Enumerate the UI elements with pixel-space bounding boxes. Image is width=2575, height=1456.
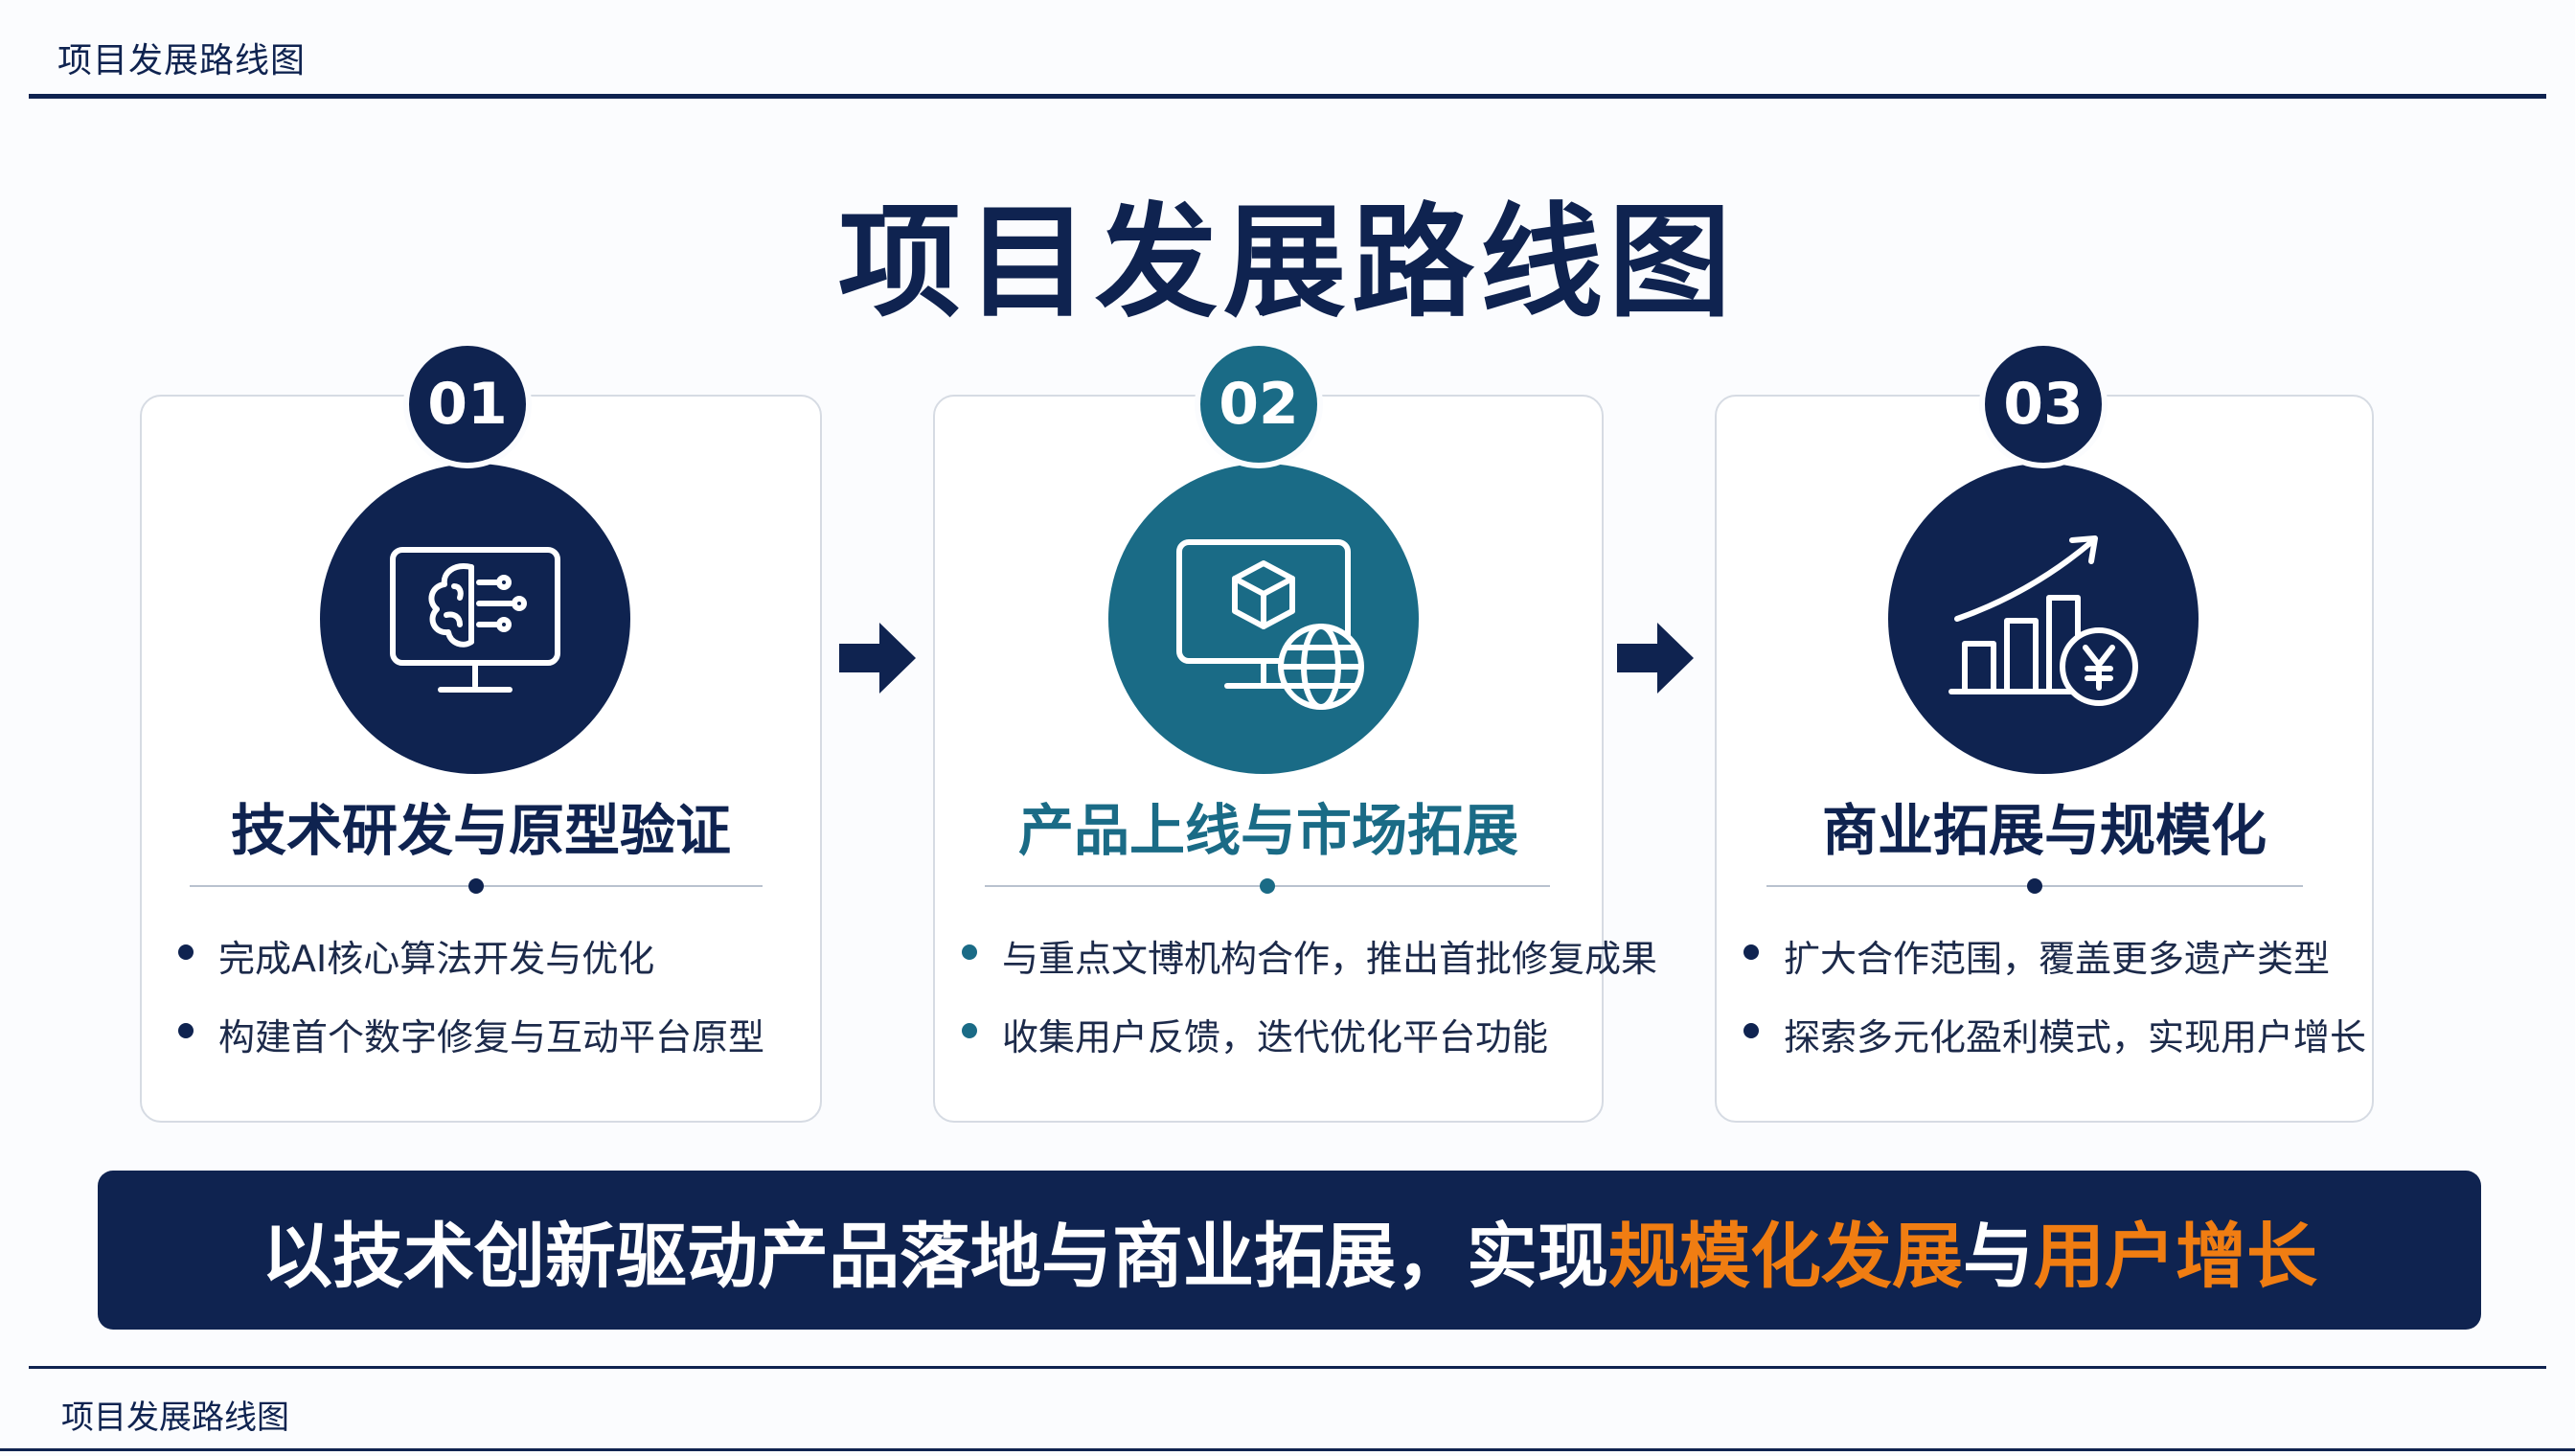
step-title: 产品上线与市场拓展	[1017, 798, 1518, 863]
arrow-right-icon	[839, 623, 916, 694]
step-divider	[190, 878, 763, 894]
bullet-dot	[178, 1023, 194, 1038]
step-2-bullet-list: 与重点文博机构合作，推出首批修复成果 收集用户反馈，迭代优化平台功能	[962, 929, 1657, 1086]
summary-highlight: 规模化发展	[1608, 1215, 1963, 1298]
step-1-icon-circle	[320, 464, 630, 774]
bullet-text: 完成AI核心算法开发与优化	[218, 938, 655, 980]
bullet-text: 收集用户反馈，迭代优化平台功能	[1002, 1016, 1549, 1058]
list-item: 完成AI核心算法开发与优化	[178, 929, 764, 1008]
step-number-badge: 02	[1195, 340, 1323, 468]
summary-banner: 以技术创新驱动产品落地与商业拓展，实现规模化发展与用户增长	[98, 1171, 2481, 1330]
step-3-bullet-list: 扩大合作范围，覆盖更多遗产类型 探索多元化盈利模式，实现用户增长	[1743, 929, 2366, 1086]
summary-highlight: 用户增长	[2034, 1215, 2317, 1298]
bottom-divider	[0, 1448, 2575, 1451]
divider-dot	[1260, 878, 1275, 894]
step-title: 商业拓展与规模化	[1821, 798, 2267, 863]
bullet-dot	[1743, 944, 1759, 960]
bullet-dot	[1743, 1023, 1759, 1038]
header-divider	[29, 94, 2546, 99]
step-number-badge: 01	[403, 340, 532, 468]
arrow-right-icon	[1617, 623, 1694, 694]
summary-text: 以技术创新驱动产品落地与商业拓展，实现	[262, 1215, 1608, 1298]
bullet-dot	[178, 944, 194, 960]
bullet-text: 与重点文博机构合作，推出首批修复成果	[1002, 938, 1658, 980]
page-title: 项目发展路线图	[837, 192, 1737, 334]
step-1-bullet-list: 完成AI核心算法开发与优化 构建首个数字修复与互动平台原型	[178, 929, 764, 1086]
footer-divider	[29, 1366, 2546, 1369]
header-title: 项目发展路线图	[57, 41, 307, 80]
step-2-icon-circle	[1108, 464, 1419, 774]
bullet-text: 构建首个数字修复与互动平台原型	[218, 1016, 765, 1058]
step-3-icon-circle	[1888, 464, 2199, 774]
list-item: 扩大合作范围，覆盖更多遗产类型	[1743, 929, 2366, 1008]
list-item: 收集用户反馈，迭代优化平台功能	[962, 1008, 1657, 1086]
step-divider	[985, 878, 1550, 894]
bullet-dot	[962, 1023, 977, 1038]
divider-dot	[2027, 878, 2042, 894]
step-title: 技术研发与原型验证	[230, 798, 731, 863]
monitor-cube-globe-icon	[1176, 539, 1364, 710]
list-item: 与重点文博机构合作，推出首批修复成果	[962, 929, 1657, 1008]
bullet-text: 扩大合作范围，覆盖更多遗产类型	[1784, 938, 2331, 980]
footer-title: 项目发展路线图	[61, 1399, 289, 1437]
list-item: 构建首个数字修复与互动平台原型	[178, 1008, 764, 1086]
summary-text: 与	[1963, 1215, 2034, 1298]
monitor-brain-icon	[390, 547, 560, 693]
step-number-badge: 03	[1979, 340, 2108, 468]
bullet-text: 探索多元化盈利模式，实现用户增长	[1784, 1016, 2367, 1058]
growth-chart-yen-icon	[1948, 535, 2138, 706]
step-divider	[1766, 878, 2303, 894]
bullet-dot	[962, 944, 977, 960]
list-item: 探索多元化盈利模式，实现用户增长	[1743, 1008, 2366, 1086]
divider-dot	[468, 878, 484, 894]
